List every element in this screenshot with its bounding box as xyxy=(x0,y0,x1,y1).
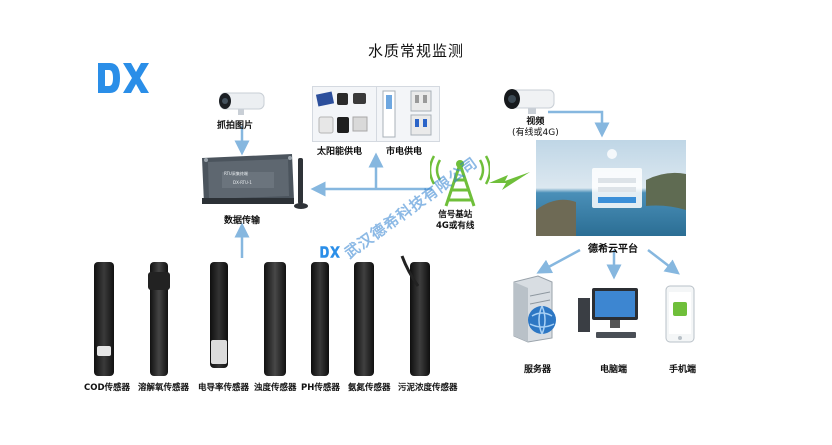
video-camera-icon xyxy=(500,86,556,120)
video-title: 视频 xyxy=(526,117,545,127)
base-station-title: 信号基站 xyxy=(438,210,473,220)
server-label: 服务器 xyxy=(524,365,552,375)
turbidity-sensor xyxy=(264,262,286,376)
dissolved-oxygen-sensor xyxy=(148,262,170,376)
grid-power-panel xyxy=(376,86,440,142)
solar-power-panel xyxy=(312,86,378,142)
pc-icon xyxy=(576,284,646,350)
conductivity-sensor xyxy=(210,262,228,368)
mobile-phone-icon xyxy=(664,284,696,348)
base-station-sub: 4G或有线 xyxy=(436,221,475,231)
antenna-icon xyxy=(293,158,309,214)
sludge-concentration-sensor xyxy=(410,262,430,376)
ph-sensor xyxy=(311,262,329,376)
bullet-camera-icon xyxy=(216,88,268,122)
cod-sensor xyxy=(94,262,114,376)
rtu-device: RTU采集终端 DX-RTU-1 xyxy=(200,152,296,206)
rtu-model-text: RTU采集终端 xyxy=(224,171,248,176)
mobile-label: 手机端 xyxy=(669,365,697,375)
sensor-label-ph: PH传感器 xyxy=(301,383,340,393)
sensor-label-turbidity: 浊度传感器 xyxy=(254,383,297,393)
pc-label: 电脑端 xyxy=(600,365,628,375)
base-station-label: 信号基站 4G或有线 xyxy=(436,210,474,232)
cloud-platform-label: 德希云平台 xyxy=(588,244,638,255)
rtu-model-sub: DX-RTU-1 xyxy=(233,180,252,185)
diagram-title: 水质常规监测 xyxy=(367,42,464,60)
sensor-label-sludge: 污泥浓度传感器 xyxy=(398,383,458,393)
video-sub: (有线或4G) xyxy=(512,128,559,138)
sensor-label-conductivity: 电导率传感器 xyxy=(198,383,250,393)
camera-capture-label: 抓拍图片 xyxy=(217,121,254,131)
cloud-platform-screen xyxy=(536,140,686,236)
grid-power-label: 市电供电 xyxy=(386,147,423,157)
server-icon xyxy=(508,272,568,348)
sensor-label-cod: COD传感器 xyxy=(84,383,131,393)
data-transfer-label: 数据传输 xyxy=(224,216,261,226)
video-label: 视频 (有线或4G) xyxy=(512,117,559,139)
dx-logo: DX xyxy=(97,60,149,100)
watermark-dx-logo xyxy=(320,244,340,263)
ammonia-nitrogen-sensor xyxy=(354,262,374,376)
solar-power-label: 太阳能供电 xyxy=(317,147,363,157)
sludge-sensor-cable xyxy=(400,255,420,287)
sensor-label-do: 溶解氧传感器 xyxy=(138,383,190,393)
sensor-label-ammonia: 氨氮传感器 xyxy=(348,383,391,393)
signal-tower-icon xyxy=(428,150,492,214)
